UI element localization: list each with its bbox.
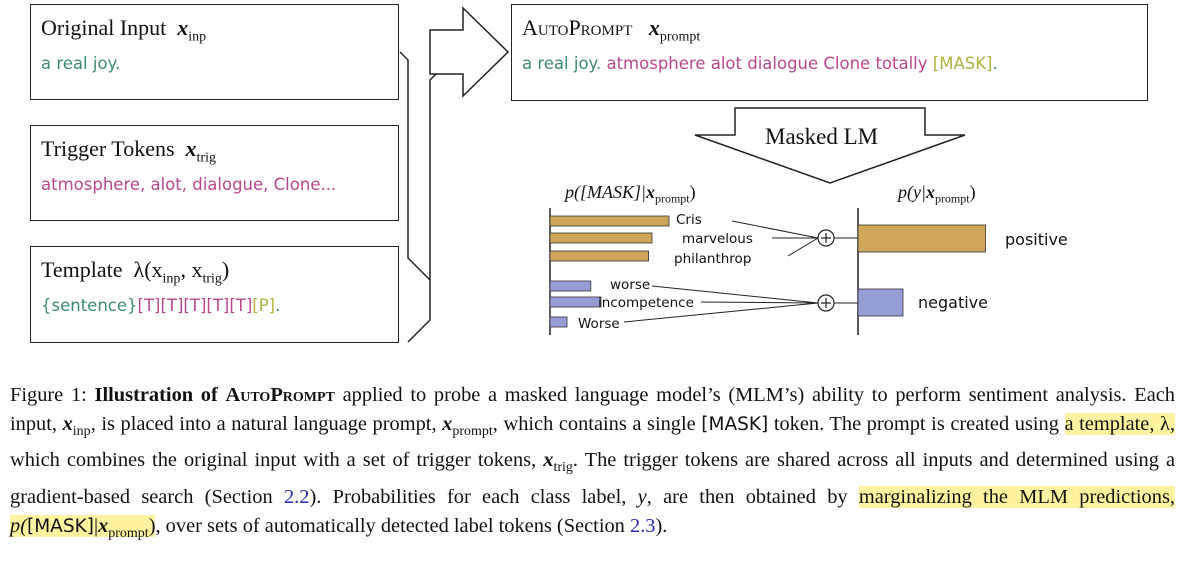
trigger-tokens-box: Trigger Tokens xtrig atmosphere, alot, d… <box>30 125 399 221</box>
brace-shape <box>399 51 431 343</box>
autoprompt-title: AutoPrompt xprompt <box>522 15 701 45</box>
autoprompt-box: AutoPrompt xprompt a real joy. atmospher… <box>511 4 1148 101</box>
connector-line <box>731 220 819 239</box>
token-bar-positive <box>549 232 653 244</box>
arrow-to-prompt <box>429 6 510 98</box>
token-bar-positive <box>549 250 649 262</box>
class-label-positive: positive <box>1005 230 1068 249</box>
token-bar-negative <box>549 316 568 328</box>
sum-node <box>817 229 835 247</box>
autoprompt-value: a real joy. atmosphere alot dialogue Clo… <box>522 54 998 73</box>
sum-node <box>817 294 835 312</box>
trigger-tokens-value: atmosphere, alot, dialogue, Clone... <box>41 175 337 194</box>
connector-group <box>623 220 858 323</box>
template-box: Template λ(xinp, xtrig) {sentence}[T][T]… <box>30 246 399 343</box>
connector-line <box>700 301 819 304</box>
class-plot-label: p(y|xprompt) <box>898 182 976 206</box>
token-label: Worse <box>578 316 620 332</box>
original-input-box: Original Input xinp a real joy. <box>30 4 399 100</box>
token-bar-negative <box>549 296 602 308</box>
diagram-graphics <box>399 6 986 343</box>
token-label: incompetence <box>598 295 694 311</box>
template-title: Template λ(xinp, xtrig) <box>41 257 230 287</box>
token-label: philanthrop <box>674 251 752 267</box>
figure-caption: Figure 1: Illustration of AutoPrompt app… <box>10 384 1175 541</box>
class-label-negative: negative <box>918 293 988 312</box>
token-bar-positive <box>549 215 670 227</box>
connector-line <box>623 302 819 323</box>
class-bar-positive <box>857 224 986 253</box>
masked-lm-arrow <box>694 107 966 184</box>
bar-group <box>549 215 986 328</box>
token-label: marvelous <box>682 231 753 247</box>
original-input-value: a real joy. <box>41 54 121 73</box>
token-bar-negative <box>549 280 592 292</box>
trigger-tokens-title: Trigger Tokens xtrig <box>41 136 216 166</box>
template-value: {sentence}[T][T][T][T][T][P]. <box>41 296 281 315</box>
connector-line <box>651 285 819 304</box>
original-input-title: Original Input xinp <box>41 15 207 45</box>
token-label: worse <box>610 277 651 293</box>
brace-connector <box>429 51 459 280</box>
masked-lm-label: Masked LM <box>765 124 879 149</box>
token-label: Cris <box>676 212 702 228</box>
token-plot-label: p([MASK]|xprompt) <box>565 182 696 206</box>
class-bar-negative <box>857 288 904 317</box>
connector-line <box>787 237 819 257</box>
